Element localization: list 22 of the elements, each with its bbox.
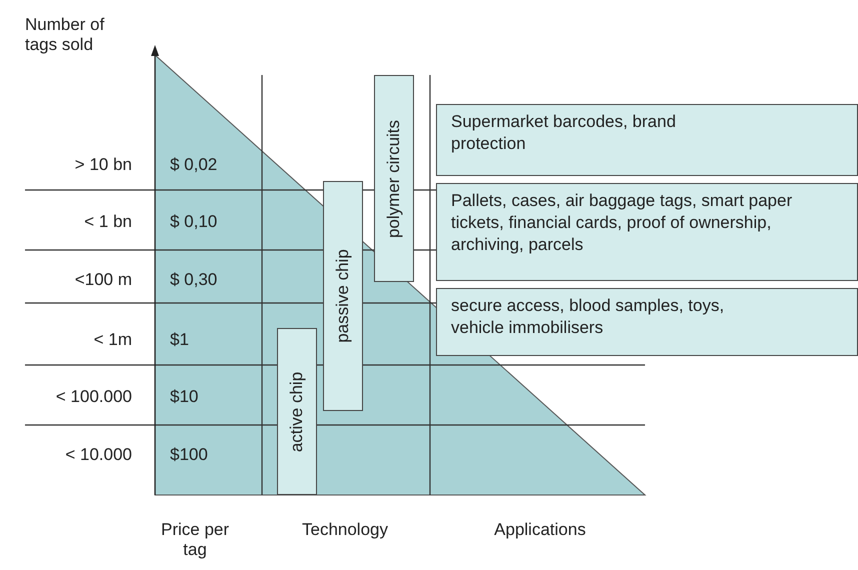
column-header: Price per tag <box>160 520 230 560</box>
price-label: $100 <box>170 445 208 465</box>
volume-label: < 1 bn <box>83 212 132 232</box>
price-label: $10 <box>170 387 198 407</box>
technology-box: active chip <box>277 328 317 495</box>
technology-box: passive chip <box>323 181 363 411</box>
volume-label: > 10 bn <box>74 155 132 175</box>
volume-label: < 10.000 <box>64 445 132 465</box>
price-label: $ 0,02 <box>170 155 218 175</box>
column-header: Applications <box>493 520 587 540</box>
application-box: secure access, blood samples, toys, vehicle immobilisers <box>436 288 858 356</box>
application-box: Supermarket barcodes, brand protection <box>436 104 858 176</box>
volume-label: < 1m <box>92 330 132 350</box>
volume-label: < 100.000 <box>54 387 132 407</box>
volume-label: <100 m <box>74 270 132 290</box>
price-label: $1 <box>170 330 189 350</box>
price-label: $ 0,30 <box>170 270 218 290</box>
column-header: Technology <box>300 520 389 540</box>
application-box: Pallets, cases, air baggage tags, smart paper tickets, financial cards, proof of ownership, archiving, parcels <box>436 183 858 281</box>
axis-title: Number of tags sold <box>25 15 106 55</box>
price-label: $ 0,10 <box>170 212 218 232</box>
technology-box: polymer circuits <box>374 75 414 282</box>
